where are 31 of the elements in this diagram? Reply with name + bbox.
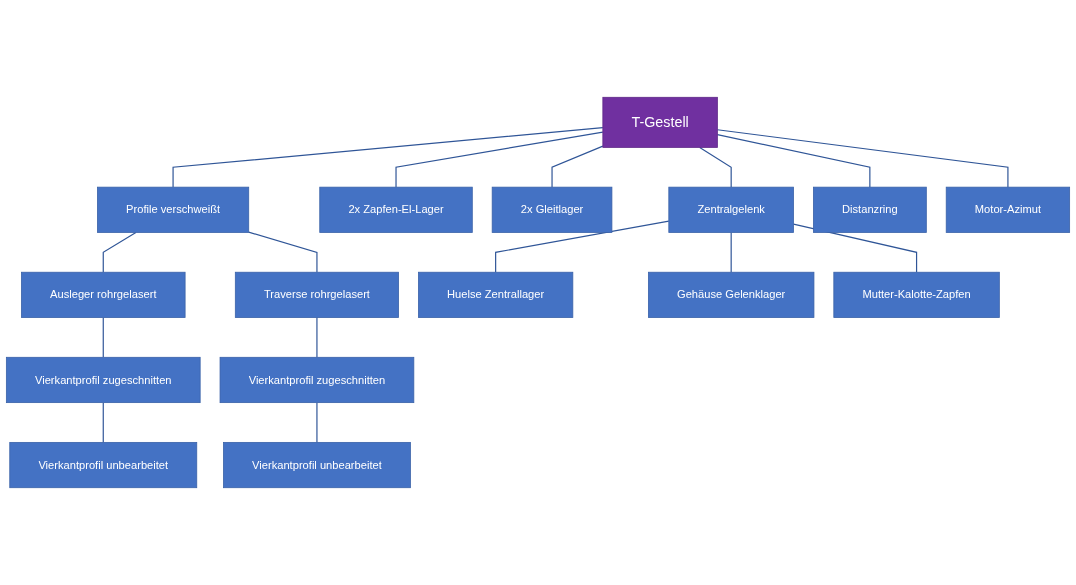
node-box: Motor-Azimut — [945, 186, 1071, 233]
node-box: Profile verschweißt — [97, 186, 250, 233]
connector — [248, 231, 318, 273]
node-box: Vierkantprofil unbearbeitet — [9, 442, 198, 489]
node-box: T-Gestell — [602, 96, 718, 148]
node-box: Mutter-Kalotte-Zapfen — [833, 271, 1000, 318]
node-box: 2x Zapfen-El-Lager — [319, 186, 473, 233]
connector — [495, 220, 670, 273]
node-box: Vierkantprofil zugeschnitten — [5, 356, 201, 404]
connector — [716, 129, 1009, 188]
connector — [316, 316, 318, 358]
connector — [395, 131, 604, 188]
node-box: Traverse rohrgelasert — [234, 271, 399, 318]
connector — [699, 146, 732, 188]
node-box: Distanzring — [813, 186, 927, 233]
connector — [102, 316, 104, 358]
connector — [172, 127, 604, 188]
node-box: Vierkantprofil unbearbeitet — [223, 442, 411, 489]
connector — [316, 402, 318, 443]
connector — [102, 402, 104, 443]
node-box: Huelse Zentrallager — [418, 271, 574, 318]
node-box: Gehäuse Gelenklager — [648, 271, 815, 318]
connector — [792, 223, 918, 273]
node-box: Zentralgelenk — [668, 186, 794, 233]
connector — [730, 231, 732, 273]
node-box: Ausleger rohrgelasert — [21, 271, 186, 318]
connector — [551, 145, 604, 188]
node-box: 2x Gleitlager — [491, 186, 613, 233]
node-box: Vierkantprofil zugeschnitten — [219, 356, 415, 404]
connector — [716, 134, 871, 188]
connector — [102, 231, 137, 273]
